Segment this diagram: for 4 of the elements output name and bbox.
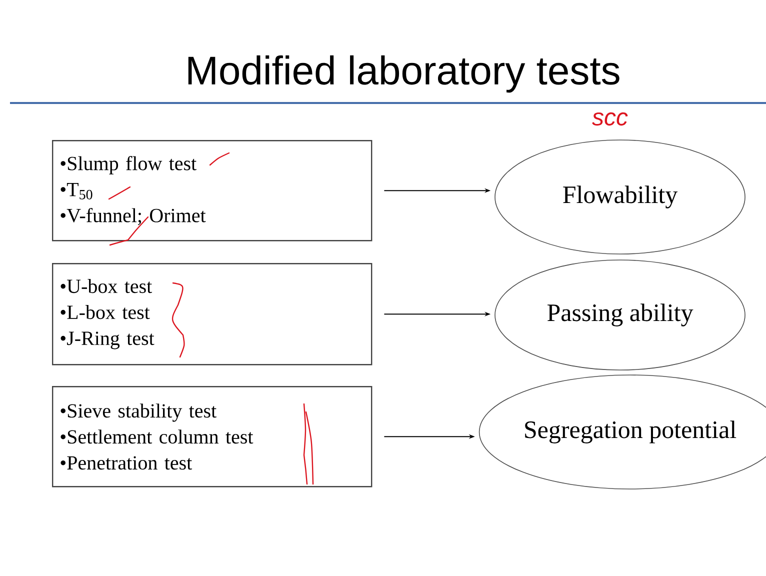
title: Modified laboratory tests bbox=[188, 55, 620, 93]
list-box: •Sieve stability test •Settlement column test •Penetration test bbox=[52, 386, 372, 488]
list-box: •U-box test •L-box test •J-Ring test bbox=[52, 263, 372, 366]
list-box: •Slump flow test •T$_{50}$ •V-funnel; Orimet bbox=[52, 140, 372, 242]
